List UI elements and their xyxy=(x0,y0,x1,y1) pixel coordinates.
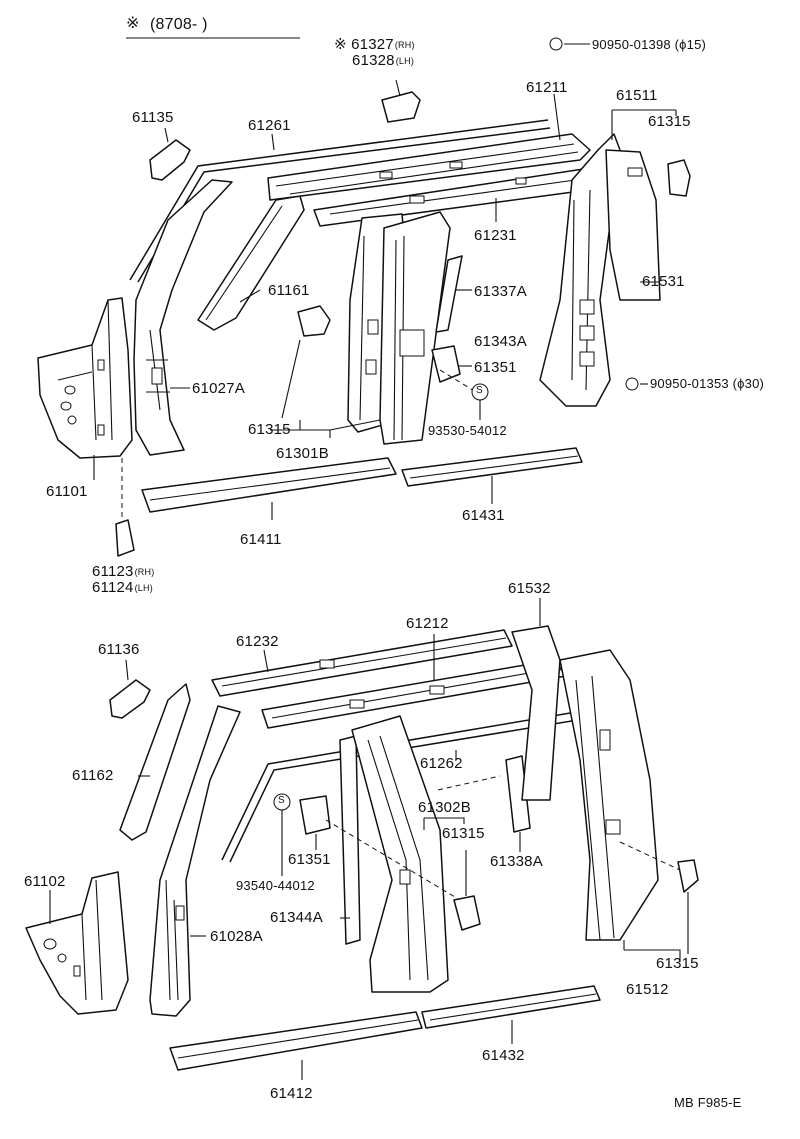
part-61211 xyxy=(267,93,591,201)
label-61262: 61262 xyxy=(420,755,463,772)
label-61412: 61412 xyxy=(270,1085,313,1102)
part-61102 xyxy=(25,871,129,1015)
label-61328: 61328(LH) xyxy=(352,52,415,69)
part-61123 xyxy=(115,519,135,557)
label-61302B: 61302B xyxy=(418,799,471,816)
footer-code: MB F985-E xyxy=(674,1095,742,1110)
part-61302B xyxy=(351,715,449,993)
label-61337A: 61337A xyxy=(474,283,527,300)
part-61261 xyxy=(129,119,549,281)
label-61351-b: 61351 xyxy=(288,851,331,868)
header-range: (8708- ) xyxy=(150,16,208,33)
label-61315-a: 61315 xyxy=(648,113,691,130)
label-61432: 61432 xyxy=(482,1047,525,1064)
label-61135: 61135 xyxy=(132,109,174,126)
label-61231: 61231 xyxy=(474,227,517,244)
label-61431: 61431 xyxy=(462,507,505,524)
part-61512 xyxy=(559,649,681,962)
part-61262 xyxy=(221,707,601,861)
label-61123: 61123(RH) xyxy=(92,563,155,580)
label-61102: 61102 xyxy=(24,873,66,890)
label-61028A: 61028A xyxy=(210,928,263,945)
label-61351-a: 61351 xyxy=(474,359,517,376)
part-61532 xyxy=(511,598,561,801)
part-61337A xyxy=(435,255,463,333)
label-61162: 61162 xyxy=(72,767,114,784)
label-61512: 61512 xyxy=(626,981,669,998)
part-61351-a xyxy=(431,345,461,383)
label-61343A: 61343A xyxy=(474,333,527,350)
label-61101: 61101 xyxy=(46,483,88,500)
label-61411: 61411 xyxy=(240,531,282,548)
label-61136: 61136 xyxy=(98,641,140,658)
label-90950-01353: 90950-01353 (ϕ30) xyxy=(650,376,765,391)
label-61232: 61232 xyxy=(236,633,279,650)
part-61315-b xyxy=(667,159,691,197)
part-61327 xyxy=(381,91,421,123)
part-61351-b xyxy=(299,795,331,835)
label-61027A: 61027A xyxy=(192,380,245,397)
label-61261: 61261 xyxy=(248,117,291,134)
part-61315-d xyxy=(677,859,699,893)
clip-s-a-letter: S xyxy=(476,385,483,396)
part-61432 xyxy=(421,985,601,1044)
clip-s-b-letter: S xyxy=(278,795,285,806)
part-61315-c xyxy=(453,895,481,931)
label-93540-44012: 93540-44012 xyxy=(236,878,315,893)
part-61511 xyxy=(539,109,677,407)
label-61338A: 61338A xyxy=(490,853,543,870)
header-symbol: ※ xyxy=(126,15,140,32)
label-61161: 61161 xyxy=(268,282,310,299)
part-61136 xyxy=(109,679,151,719)
part-61161 xyxy=(197,195,305,331)
label-93530-54012: 93530-54012 xyxy=(428,423,507,438)
label-61344A: 61344A xyxy=(270,909,323,926)
label-61511: 61511 xyxy=(616,87,658,104)
part-61231 xyxy=(313,167,603,227)
label-90950-01398: 90950-01398 (ϕ15) xyxy=(592,37,707,52)
part-61431 xyxy=(401,447,583,504)
part-61028A xyxy=(149,705,241,1017)
bracket-61302B xyxy=(423,817,465,830)
label-61532: 61532 xyxy=(508,580,551,597)
part-61411 xyxy=(141,457,397,520)
label-61124: 61124(LH) xyxy=(92,579,153,596)
part-61027A xyxy=(133,179,233,456)
part-61232 xyxy=(211,629,513,697)
part-61162 xyxy=(119,683,191,841)
part-61301B xyxy=(347,211,451,445)
part-61135 xyxy=(149,139,191,181)
label-61315-c: 61315 xyxy=(442,825,485,842)
label-61531: 61531 xyxy=(642,273,685,290)
label-61212: 61212 xyxy=(406,615,449,632)
label-61315-b: 61315 xyxy=(248,421,291,438)
label-61315-d: 61315 xyxy=(656,955,699,972)
part-61315-a xyxy=(297,305,331,337)
grommet-90950-01353 xyxy=(625,377,639,391)
part-61344A xyxy=(339,735,361,945)
grommet-90950-01398 xyxy=(549,37,563,51)
part-61101 xyxy=(37,297,133,459)
part-61412 xyxy=(169,1011,423,1080)
label-61301B: 61301B xyxy=(276,445,329,462)
label-61211: 61211 xyxy=(526,79,568,96)
label-61327: ※ 61327(RH) xyxy=(334,36,415,53)
